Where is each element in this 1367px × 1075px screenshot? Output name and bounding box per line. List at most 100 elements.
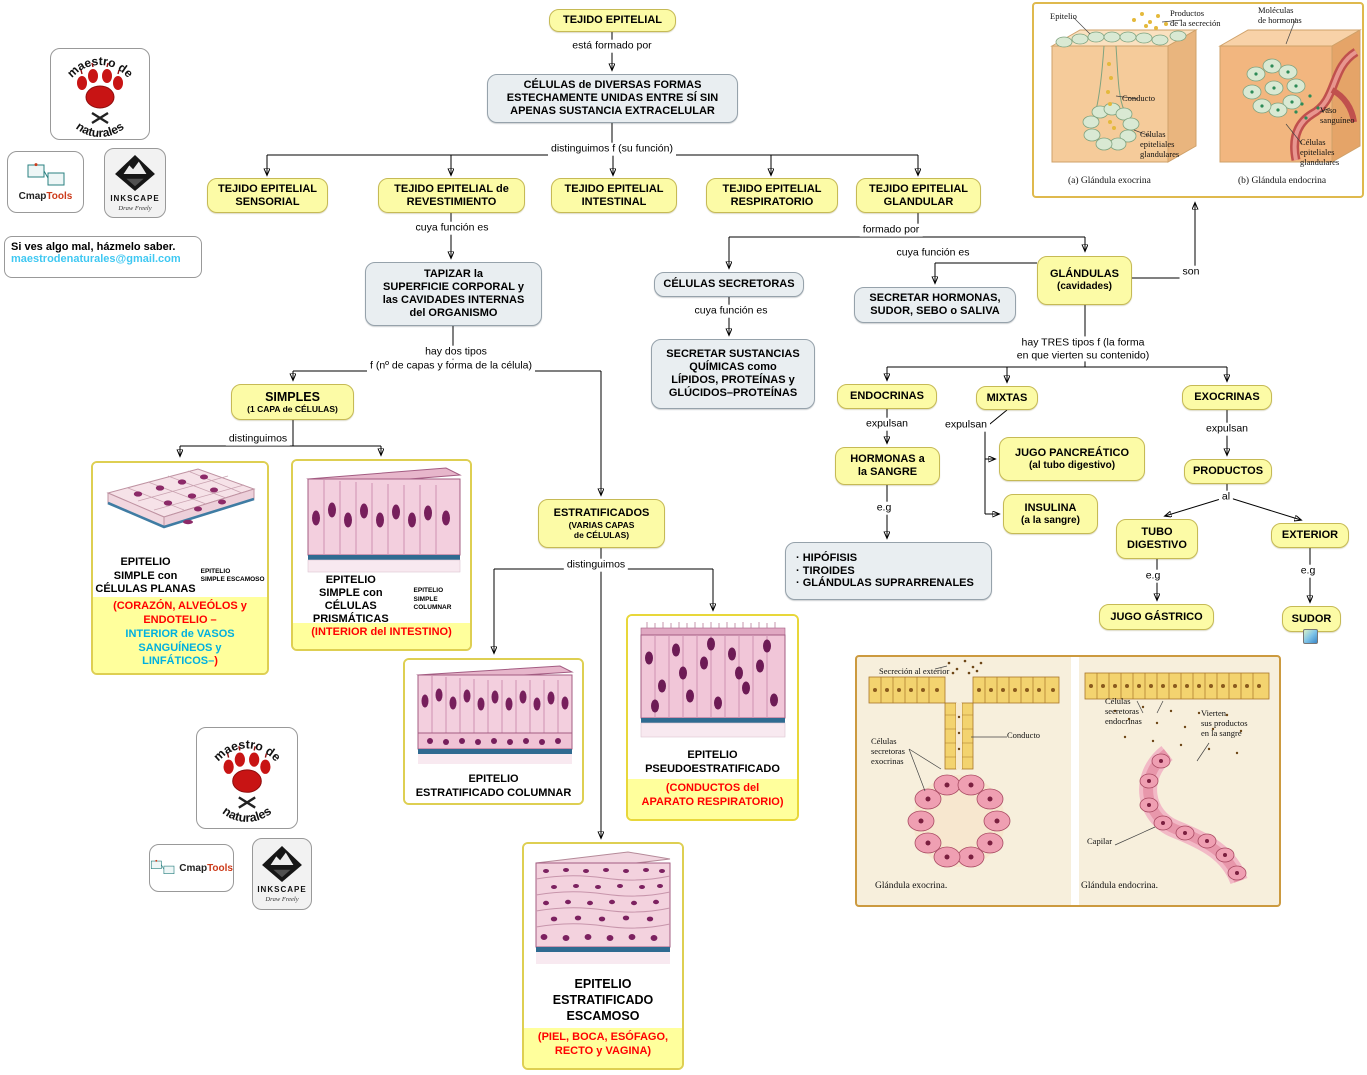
card-caption-planas: (CORAZÓN, ALVEÓLOS y ENDOTELIO – INTERIO… (93, 597, 267, 673)
maestro-arc-top: maestro de (64, 54, 136, 81)
node-jugo-pancreatico[interactable]: JUGO PANCREÁTICO (al tubo digestivo) (999, 437, 1145, 481)
fig-label-moleculas: Moléculas de hormonas (1258, 5, 1302, 25)
cmaptools-logo-2: CmapTools (149, 844, 234, 892)
node-productos[interactable]: PRODUCTOS (1184, 459, 1272, 484)
tissue-simple-squamous-illustration (93, 463, 267, 555)
email-link[interactable]: maestrodenaturales@gmail.com (11, 253, 181, 265)
fig-label-epitelio: Epitelio (1050, 11, 1077, 21)
node-hormonas-sangre[interactable]: HORMONAS a la SANGRE (835, 447, 940, 485)
link-label-son: son (1179, 265, 1203, 279)
node-tubo-digestivo[interactable]: TUBO DIGESTIVO (1116, 519, 1198, 559)
maestro-de-naturales-logo-2: maestro de naturales (196, 727, 298, 829)
node-tapizar[interactable]: TAPIZAR la SUPERFICIE CORPORAL y las CAV… (365, 262, 542, 326)
fig-label-celulas-secretoras-exocrinas: Células secretoras exocrinas (871, 736, 905, 766)
gland-types-illustration (1050, 12, 1362, 163)
node-simples-main: SIMPLES (265, 389, 320, 404)
node-simples[interactable]: SIMPLES (1 CAPA de CÉLULAS) (231, 384, 354, 420)
inkscape-wordmark-2: INKSCAPE (257, 885, 307, 894)
cmaptools-graphic (27, 162, 64, 185)
svg-text:maestro de: maestro de (64, 54, 136, 81)
card-title-prismaticas: EPITELIO SIMPLE con CÉLULAS PRISMÁTICAS (312, 573, 389, 626)
tissue-stratified-columnar-illustration (405, 660, 582, 770)
card-caption-pseudo: (CONDUCTOS del APARATO RESPIRATORIO) (628, 779, 797, 819)
fig-label-conducto-b: Conducto (1007, 730, 1041, 740)
node-celulas-secretoras[interactable]: CÉLULAS SECRETORAS (654, 272, 804, 297)
link-label-cuya-funcion-3: cuya función es (691, 304, 771, 318)
card-epitelio-simple-prismaticas[interactable]: EPITELIO SIMPLE con CÉLULAS PRISMÁTICAS … (291, 459, 472, 651)
maestro-arc-top-2: maestro de (211, 737, 284, 764)
card-title-planas: EPITELIO SIMPLE con CÉLULAS PLANAS (95, 556, 196, 595)
fig-label-conducto-a: Conducto (1122, 93, 1156, 103)
node-tejido-epitelial[interactable]: TEJIDO EPITELIAL (549, 9, 676, 32)
inkscape-logo: INKSCAPE Draw Freely (104, 148, 166, 218)
node-estratificados-main: ESTRATIFICADOS (553, 507, 650, 519)
node-insulina-main: INSULINA (1024, 501, 1077, 514)
fig-label-productos-secrecion: Productos de la secreción (1170, 8, 1221, 28)
node-jugo-pancreatico-sub: (al tubo digestivo) (1028, 459, 1116, 471)
fig-label-vaso-sanguineo: Vaso sanguíneo (1320, 105, 1355, 125)
link-label-distinguimos-2: distinguimos (563, 558, 629, 572)
fig-caption-endocrina: Glándula endocrina. (1081, 881, 1159, 891)
node-tejido-revestimiento[interactable]: TEJIDO EPITELIAL de REVESTIMIENTO (378, 178, 525, 213)
link-label-esta-formado-por: está formado por (569, 39, 655, 53)
cmaptools-wordmark-2: CmapTools (179, 862, 233, 874)
fig-label-vierten: Vierten sus productos en la sangre (1201, 708, 1248, 738)
link-label-distinguimos-funcion: distinguimos f (su función) (548, 142, 676, 156)
card-caption-prismaticas: (INTERIOR del INTESTINO) (293, 623, 470, 649)
feedback-note: Si ves algo mal, házmelo saber. maestrod… (4, 236, 202, 278)
node-glandulas[interactable]: GLÁNDULAS (cavidades) (1037, 256, 1132, 305)
card-caption-escamoso: (PIEL, BOCA, ESÓFAGO, RECTO y VAGINA) (524, 1028, 682, 1068)
link-label-expulsan-1: expulsan (862, 417, 912, 431)
maestro-arc-bottom: naturales (74, 119, 127, 137)
node-mixtas[interactable]: MIXTAS (976, 386, 1038, 410)
tissue-simple-columnar-illustration (293, 461, 470, 577)
maestro-de-naturales-logo: maestro de naturales (50, 48, 150, 140)
node-secretar-sustancias[interactable]: SECRETAR SUSTANCIAS QUÍMICAS como LÍPIDO… (651, 339, 815, 409)
card-epitelio-simple-planas[interactable]: EPITELIO SIMPLE con CÉLULAS PLANAS EPITE… (91, 461, 269, 675)
fig-label-celulas-epiteliales-a: Células epiteliales glandulares (1140, 129, 1180, 159)
node-tejido-intestinal[interactable]: TEJIDO EPITELIAL INTESTINAL (551, 178, 677, 213)
node-exocrinas[interactable]: EXOCRINAS (1182, 385, 1272, 410)
card-alt-planas: EPITELIO SIMPLE ESCAMOSO (200, 567, 265, 584)
node-insulina[interactable]: INSULINA (a la sangre) (1003, 494, 1098, 534)
node-simples-sub: (1 CAPA de CÉLULAS) (247, 404, 338, 415)
card-title-pseudo: EPITELIO PSEUDOESTRATIFICADO (645, 749, 780, 775)
node-exterior[interactable]: EXTERIOR (1271, 523, 1349, 548)
node-ejemplos-endocrinas[interactable]: · HIPÓFISIS · TIROIDES · GLÁNDULAS SUPRA… (785, 542, 992, 600)
fig-caption-glandula-endocrina: (b) Glándula endocrina (1238, 176, 1327, 186)
node-estratificados-sub: (VARIAS CAPAS de CÉLULAS) (568, 519, 635, 540)
card-epitelio-estratificado-columnar[interactable]: EPITELIO ESTRATIFICADO COLUMNAR (403, 658, 584, 805)
node-celulas[interactable]: CÉLULAS de DIVERSAS FORMAS ESTECHAMENTE … (487, 74, 738, 123)
paw-logo-graphic-2: maestro de naturales (211, 737, 284, 825)
link-label-cuya-funcion-2: cuya función es (893, 246, 973, 260)
link-label-eg-2: e.g (1142, 569, 1164, 583)
link-label-expulsan-2: expulsan (941, 418, 991, 432)
node-tejido-sensorial[interactable]: TEJIDO EPITELIAL SENSORIAL (207, 178, 328, 213)
inkscape-wordmark: INKSCAPE (110, 194, 160, 203)
card-title-columnar: EPITELIO ESTRATIFICADO COLUMNAR (415, 773, 572, 799)
fig-label-secrecion-exterior: Secreción al exterior (879, 666, 950, 676)
node-estratificados[interactable]: ESTRATIFICADOS (VARIAS CAPAS de CÉLULAS) (538, 499, 665, 548)
node-tejido-respiratorio[interactable]: TEJIDO EPITELIAL RESPIRATORIO (706, 178, 838, 213)
node-secretar-hormonas[interactable]: SECRETAR HORMONAS, SUDOR, SEBO o SALIVA (854, 287, 1016, 323)
node-glandulas-main: GLÁNDULAS (1049, 268, 1120, 281)
sudor-image-thumbnail[interactable] (1303, 629, 1318, 644)
fig-caption-glandula-exocrina: (a) Glándula exocrina (1068, 176, 1151, 186)
card-epitelio-estratificado-escamoso[interactable]: EPITELIO ESTRATIFICADO ESCAMOSO (PIEL, B… (522, 842, 684, 1070)
card-epitelio-pseudoestratificado[interactable]: EPITELIO PSEUDOESTRATIFICADO (CONDUCTOS … (626, 614, 799, 821)
node-jugo-gastrico[interactable]: JUGO GÁSTRICO (1099, 604, 1214, 630)
link-label-formado-por: formado por (859, 223, 923, 237)
link-label-expulsan-3: expulsan (1202, 422, 1252, 436)
fig-label-celulas-secretoras-endocrinas: Células secretoras endocrinas (1105, 696, 1142, 726)
inkscape-tagline: Draw Freely (118, 205, 152, 212)
link-label-distinguimos-1: distinguimos (225, 432, 291, 446)
figure-secretion-types: Secreción al exterior Células secretoras… (855, 655, 1281, 907)
link-label-dos-tipos-f: f (nº de capas y forma de la célula) (367, 359, 535, 373)
paw-logo-graphic: maestro de naturales (64, 54, 136, 137)
feedback-note-text: Si ves algo mal, házmelo saber. (11, 241, 176, 253)
link-label-hay-dos-tipos: hay dos tipos (422, 345, 490, 359)
node-tejido-glandular[interactable]: TEJIDO EPITELIAL GLANDULAR (856, 178, 981, 213)
node-endocrinas[interactable]: ENDOCRINAS (837, 384, 937, 409)
link-label-eg-1: e.g (873, 501, 895, 515)
